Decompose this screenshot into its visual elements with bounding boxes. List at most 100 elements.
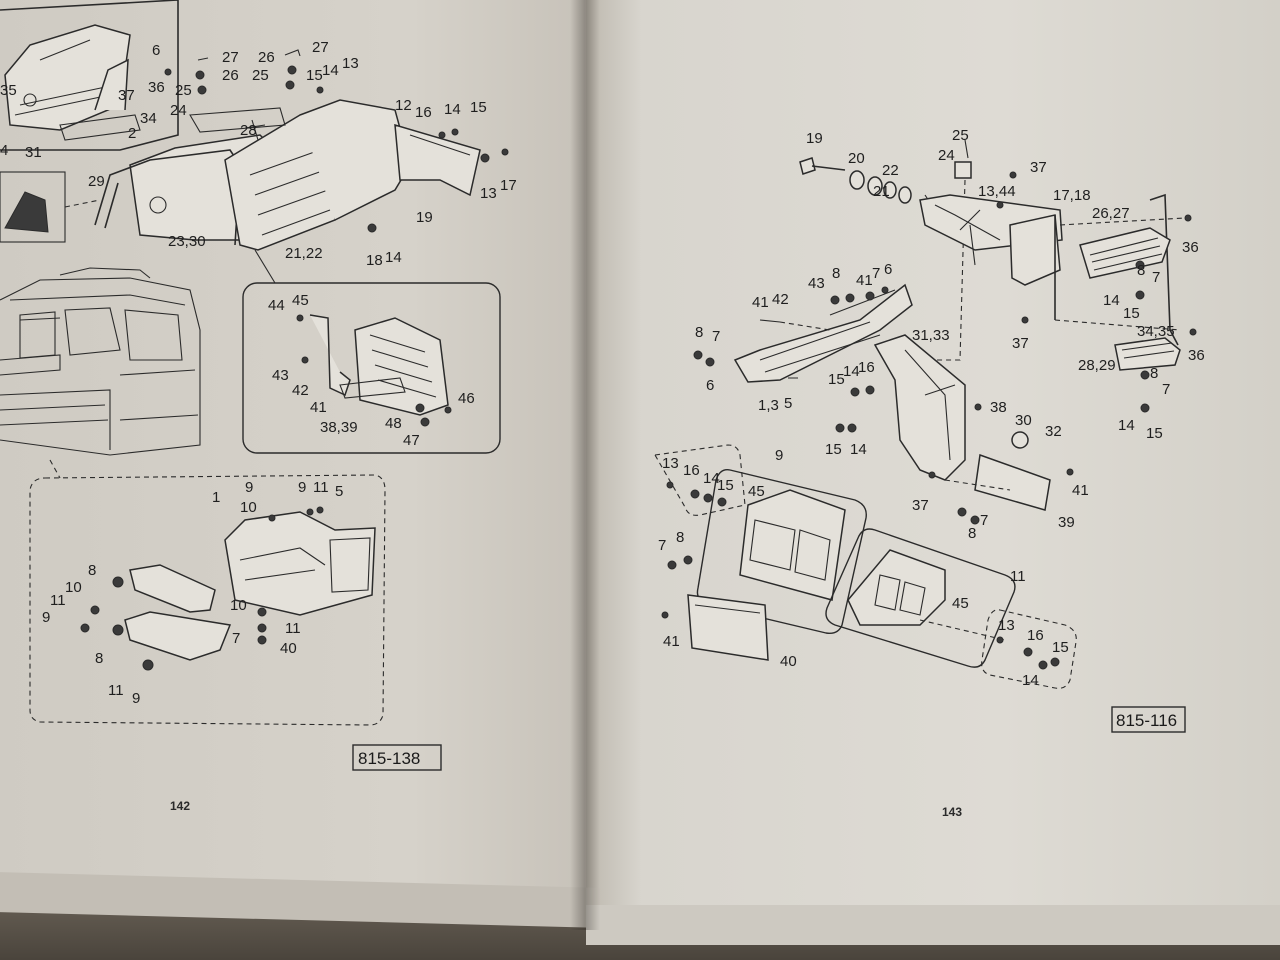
mud-flap-40 xyxy=(687,594,769,661)
floor-strip-7b xyxy=(124,611,232,661)
inset-connector xyxy=(254,249,276,284)
svg-text:40: 40 xyxy=(280,640,297,657)
right-page-edge xyxy=(586,905,1280,945)
svg-text:25: 25 xyxy=(252,67,269,84)
svg-text:45: 45 xyxy=(292,292,309,309)
svg-text:31,33: 31,33 xyxy=(912,327,950,344)
labels-right-lower: 9 13 16 14 15 45 7 8 11 45 41 40 13 16 1… xyxy=(658,447,1069,689)
step-bracket-41 xyxy=(309,314,351,397)
svg-text:28: 28 xyxy=(240,122,257,139)
svg-text:8: 8 xyxy=(1137,262,1145,279)
svg-text:34: 34 xyxy=(140,110,157,127)
arch-rib-2 xyxy=(104,182,119,229)
floor-hardware xyxy=(80,506,324,671)
svg-text:14: 14 xyxy=(850,441,867,458)
svg-text:14: 14 xyxy=(444,101,461,118)
svg-text:8: 8 xyxy=(968,525,976,542)
svg-text:15: 15 xyxy=(306,67,323,84)
hardware-box-left xyxy=(654,444,746,516)
floor-panel-detail xyxy=(239,537,371,593)
mudguard-31 xyxy=(873,334,966,481)
svg-text:10: 10 xyxy=(240,499,257,516)
svg-text:24: 24 xyxy=(938,147,955,164)
svg-text:34,35: 34,35 xyxy=(1137,323,1175,340)
book-gutter xyxy=(570,0,600,930)
svg-text:13: 13 xyxy=(662,455,679,472)
svg-text:19: 19 xyxy=(416,209,433,226)
svg-text:8: 8 xyxy=(832,265,840,282)
svg-text:44: 44 xyxy=(268,297,285,314)
svg-text:9: 9 xyxy=(298,479,306,496)
svg-text:14: 14 xyxy=(1118,417,1135,434)
mudguard-detail xyxy=(904,349,956,461)
svg-text:37: 37 xyxy=(118,87,135,104)
svg-text:41: 41 xyxy=(663,633,680,650)
svg-text:17,18: 17,18 xyxy=(1053,187,1091,204)
svg-text:39: 39 xyxy=(1058,514,1075,531)
svg-text:22: 22 xyxy=(882,162,899,179)
left-figure-ref: 815-138 xyxy=(358,749,420,768)
mud-flap-40-holes xyxy=(694,604,761,614)
svg-text:14: 14 xyxy=(1022,672,1039,689)
svg-text:45: 45 xyxy=(952,595,969,612)
svg-text:16: 16 xyxy=(1027,627,1044,644)
svg-text:6: 6 xyxy=(152,42,160,59)
step-frame-detail xyxy=(934,204,1001,266)
svg-text:11: 11 xyxy=(1010,568,1026,585)
hardware-top xyxy=(164,49,509,233)
svg-text:12: 12 xyxy=(395,97,412,114)
svg-text:7: 7 xyxy=(1152,269,1160,286)
svg-text:38: 38 xyxy=(990,399,1007,416)
panel-dash xyxy=(919,619,1006,641)
step-slots xyxy=(369,334,437,398)
svg-text:16: 16 xyxy=(858,359,875,376)
mud-flap-holes xyxy=(409,134,471,156)
svg-text:21: 21 xyxy=(873,183,890,200)
svg-text:15: 15 xyxy=(1123,305,1140,322)
step-side-plate xyxy=(1009,214,1061,286)
labels-left-top: 6 27 26 27 35 36 25 26 25 15 14 13 37 24… xyxy=(0,39,517,269)
svg-text:14: 14 xyxy=(703,470,720,487)
svg-text:16: 16 xyxy=(683,462,700,479)
svg-text:9: 9 xyxy=(245,479,253,496)
svg-text:11: 11 xyxy=(285,620,301,637)
step-tread-grip xyxy=(1089,237,1163,271)
board-dash xyxy=(779,321,831,331)
svg-text:7: 7 xyxy=(658,537,666,554)
svg-text:38,39: 38,39 xyxy=(320,419,358,436)
svg-text:43: 43 xyxy=(808,275,825,292)
svg-text:7: 7 xyxy=(980,512,988,529)
svg-text:36: 36 xyxy=(1188,347,1205,364)
svg-text:1,3: 1,3 xyxy=(758,397,779,414)
svg-text:25: 25 xyxy=(175,82,192,99)
svg-text:24: 24 xyxy=(170,102,187,119)
svg-text:14: 14 xyxy=(322,62,339,79)
svg-text:30: 30 xyxy=(1015,412,1032,429)
floor-strip-7a xyxy=(129,564,216,613)
svg-text:48: 48 xyxy=(385,415,402,432)
step-panel xyxy=(354,317,449,416)
svg-text:41: 41 xyxy=(856,272,873,289)
svg-text:5: 5 xyxy=(335,483,343,500)
svg-text:13: 13 xyxy=(480,185,497,202)
svg-text:41: 41 xyxy=(752,294,769,311)
step-hanger-rod xyxy=(1149,193,1179,346)
step-rail xyxy=(339,377,406,399)
svg-text:1: 1 xyxy=(212,489,220,506)
hardware-right-lower xyxy=(661,481,1060,670)
svg-text:27: 27 xyxy=(312,39,329,56)
mud-flap-39 xyxy=(974,453,1051,511)
svg-text:7: 7 xyxy=(232,630,240,647)
svg-text:32: 32 xyxy=(1045,423,1062,440)
inset-step-box xyxy=(242,282,501,454)
svg-text:7: 7 xyxy=(872,265,880,282)
svg-text:46: 46 xyxy=(458,390,475,407)
svg-text:10: 10 xyxy=(65,579,82,596)
pivot-hardware xyxy=(799,139,972,204)
right-figure-ref-box xyxy=(1111,706,1186,733)
svg-text:7: 7 xyxy=(712,328,720,345)
svg-text:21,22: 21,22 xyxy=(285,245,323,262)
svg-text:37: 37 xyxy=(912,497,929,514)
svg-text:42: 42 xyxy=(772,291,789,308)
